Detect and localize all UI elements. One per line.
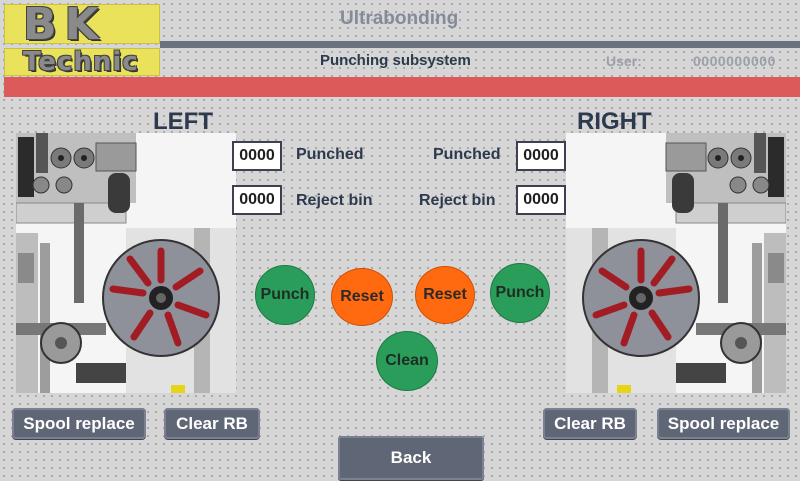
- logo-technic-text: Technic: [23, 47, 139, 77]
- punching-machine-icon: [566, 133, 786, 393]
- app-title: Ultrabonding: [340, 8, 459, 29]
- left-punched-counter: 0000: [232, 141, 282, 171]
- clean-button[interactable]: Clean: [376, 331, 438, 391]
- spool-icon: [582, 239, 700, 357]
- page-title: Punching subsystem: [320, 52, 471, 69]
- left-punch-button[interactable]: Punch: [255, 265, 315, 325]
- logo-bk: BK: [4, 0, 160, 50]
- user-value: 0000000000: [693, 53, 776, 69]
- right-punch-button[interactable]: Punch: [490, 263, 550, 323]
- right-punched-label: Punched: [433, 146, 501, 163]
- left-machine-image: [16, 133, 236, 393]
- logo-technic: Technic: [4, 47, 160, 77]
- left-spool-replace-button[interactable]: Spool replace: [12, 408, 146, 439]
- left-title: LEFT: [153, 108, 213, 135]
- back-button[interactable]: Back: [338, 436, 484, 480]
- right-clear-rb-button[interactable]: Clear RB: [543, 408, 637, 439]
- right-reject-label: Reject bin: [419, 192, 496, 209]
- logo-bk-text: BK: [23, 0, 107, 50]
- left-clear-rb-button[interactable]: Clear RB: [164, 408, 260, 439]
- right-reset-button[interactable]: Reset: [415, 266, 475, 324]
- left-reset-button[interactable]: Reset: [331, 268, 393, 326]
- spool-icon: [102, 239, 220, 357]
- left-punched-label: Punched: [296, 146, 364, 163]
- right-punched-counter: 0000: [516, 141, 566, 171]
- punching-machine-icon: [16, 133, 236, 393]
- right-title: RIGHT: [577, 108, 652, 135]
- user-label: User:: [606, 53, 642, 69]
- right-spool-replace-button[interactable]: Spool replace: [657, 408, 790, 439]
- left-reject-label: Reject bin: [296, 192, 373, 209]
- right-reject-counter: 0000: [516, 185, 566, 215]
- right-machine-image: [566, 133, 786, 393]
- alarm-bar: [4, 77, 800, 97]
- left-reject-counter: 0000: [232, 185, 282, 215]
- header-divider: [160, 41, 800, 48]
